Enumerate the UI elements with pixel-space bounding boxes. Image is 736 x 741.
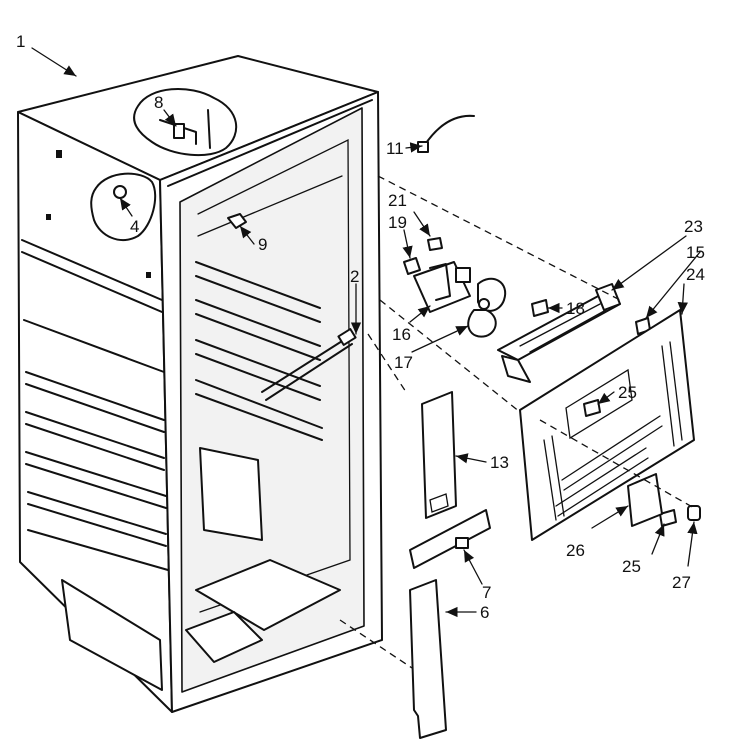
mounting-hole [146, 272, 151, 278]
callout-21: 21 [388, 191, 407, 210]
leader-lines [31, 47, 701, 618]
callout-23: 23 [684, 217, 703, 236]
callout-24: 24 [686, 265, 705, 284]
part-19-nut [403, 257, 421, 275]
compressor-base [61, 579, 163, 691]
part-21-screw [427, 237, 443, 251]
mounting-hole [46, 214, 51, 220]
part-27-clip [687, 505, 701, 521]
callout-4: 4 [130, 217, 139, 236]
floor-pan [195, 559, 341, 631]
callout-15: 15 [686, 243, 705, 262]
part-7-baffle [409, 509, 491, 569]
callout-9: 9 [258, 235, 267, 254]
cabinet-liner-opening [179, 107, 365, 693]
refrigerator-cabinet [17, 55, 383, 713]
mounting-hole [56, 150, 62, 158]
part-17-fan-blade [467, 277, 507, 338]
callout-11: 11 [386, 139, 404, 158]
part-18-screw [531, 299, 549, 317]
callout-26: 26 [566, 541, 585, 560]
part-11-wire [417, 114, 475, 153]
callout-17: 17 [394, 353, 413, 372]
callout-16: 16 [392, 325, 411, 344]
callout-6: 6 [480, 603, 489, 622]
callout-2: 2 [350, 267, 359, 286]
part-25-screw [583, 399, 601, 417]
callout-numbers: 1 2 4 6 7 8 9 11 13 15 16 17 18 19 21 23… [16, 32, 705, 622]
part-6-duct-panel [409, 579, 447, 739]
callout-7: 7 [482, 583, 491, 602]
part-25-screw [659, 509, 677, 527]
callout-25-lower: 25 [622, 557, 641, 576]
callout-1: 1 [16, 32, 25, 51]
part-9-screw [227, 213, 247, 229]
part-24-evaporator-cover [519, 309, 695, 541]
alignment-line [377, 175, 621, 301]
crisper-box [199, 447, 263, 541]
alignment-line [339, 619, 413, 669]
part-16-fan-motor [413, 261, 471, 313]
callout-27: 27 [672, 573, 691, 592]
callout-18: 18 [566, 299, 585, 318]
alignment-line [379, 299, 521, 413]
part-26-bracket [627, 473, 663, 527]
callout-8: 8 [154, 93, 163, 112]
part-13-duct-cover [421, 391, 457, 519]
callout-19: 19 [388, 213, 407, 232]
callout-13: 13 [490, 453, 509, 472]
part-23-fan-shroud [497, 283, 621, 383]
alignment-line [539, 419, 695, 509]
insulation-patch [133, 88, 238, 157]
callout-25: 25 [618, 383, 637, 402]
floor-pan-small [185, 611, 263, 663]
